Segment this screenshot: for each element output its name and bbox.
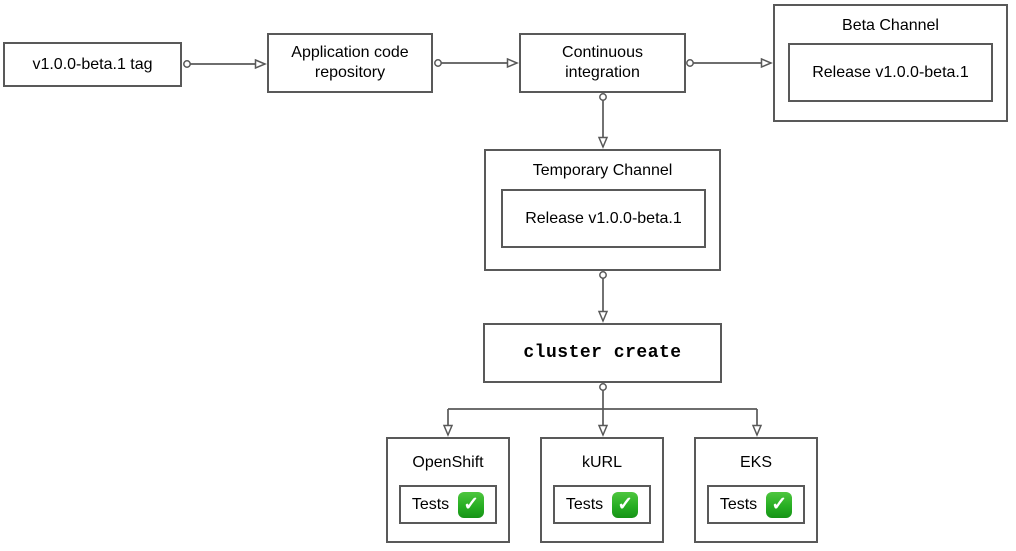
beta-channel-title: Beta Channel bbox=[842, 17, 939, 34]
node-version-tag: v1.0.0-beta.1 tag bbox=[3, 42, 182, 87]
node-temporary-channel: Temporary Channel Release v1.0.0-beta.1 bbox=[484, 149, 721, 271]
kurl-tests-box: Tests ✓ bbox=[553, 485, 651, 524]
check-glyph: ✓ bbox=[463, 493, 480, 515]
node-application-code-repository: Application code repository bbox=[267, 33, 433, 93]
node-kurl: kURL Tests ✓ bbox=[540, 437, 664, 543]
beta-channel-release-box: Release v1.0.0-beta.1 bbox=[788, 43, 993, 102]
ci-label: Continuous integration bbox=[562, 44, 643, 81]
tests-label: Tests bbox=[719, 495, 758, 513]
node-openshift: OpenShift Tests ✓ bbox=[386, 437, 510, 543]
kurl-title: kURL bbox=[581, 454, 622, 471]
cluster-create-label: cluster create bbox=[523, 342, 682, 363]
check-glyph: ✓ bbox=[771, 493, 788, 515]
temporary-channel-title: Temporary Channel bbox=[532, 162, 673, 179]
openshift-title: OpenShift bbox=[412, 454, 484, 471]
eks-tests-box: Tests ✓ bbox=[707, 485, 805, 524]
tests-label: Tests bbox=[411, 495, 450, 513]
temporary-channel-release-box: Release v1.0.0-beta.1 bbox=[501, 189, 706, 248]
temporary-release-label: Release v1.0.0-beta.1 bbox=[525, 209, 682, 227]
openshift-tests-box: Tests ✓ bbox=[399, 485, 497, 524]
version-tag-label: v1.0.0-beta.1 tag bbox=[32, 55, 153, 73]
check-glyph: ✓ bbox=[617, 493, 634, 515]
node-beta-channel: Beta Channel Release v1.0.0-beta.1 bbox=[773, 4, 1008, 122]
check-mark-button-icon: ✓ bbox=[612, 491, 639, 518]
eks-title: EKS bbox=[739, 454, 772, 471]
tests-label: Tests bbox=[565, 495, 604, 513]
check-mark-button-icon: ✓ bbox=[458, 491, 485, 518]
node-eks: EKS Tests ✓ bbox=[694, 437, 818, 543]
node-continuous-integration: Continuous integration bbox=[519, 33, 686, 93]
repository-label: Application code repository bbox=[291, 44, 409, 81]
node-cluster-create: cluster create bbox=[483, 323, 722, 383]
beta-release-label: Release v1.0.0-beta.1 bbox=[812, 63, 969, 81]
check-mark-button-icon: ✓ bbox=[766, 491, 793, 518]
